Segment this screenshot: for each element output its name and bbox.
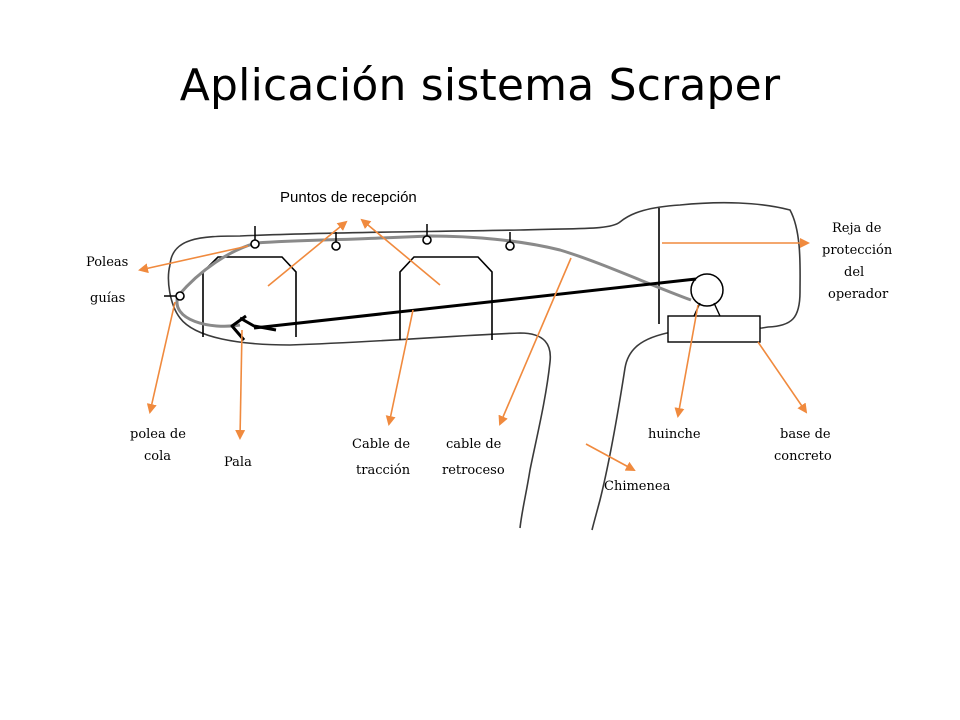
label-cable-traccion-2: tracción xyxy=(356,463,411,478)
label-puntos-recepcion: Puntos de recepción xyxy=(280,189,417,206)
label-huinche: huinche xyxy=(648,427,701,442)
guide-pulley xyxy=(422,224,432,245)
label-reja-1: Reja de xyxy=(832,221,882,236)
guide-pulley xyxy=(505,232,515,251)
label-reja-3: del xyxy=(844,265,864,280)
reception-bin-right xyxy=(399,256,493,340)
arrow-cable-traccion xyxy=(385,309,414,426)
label-polea-cola-2: cola xyxy=(144,449,171,464)
label-reja-4: operador xyxy=(828,287,889,302)
label-pala: Pala xyxy=(224,455,252,470)
label-cable-retroceso-1: cable de xyxy=(446,437,502,452)
slide-title: Aplicación sistema Scraper xyxy=(179,60,781,111)
reception-bin-left xyxy=(202,256,297,337)
label-cable-retroceso-2: retroceso xyxy=(442,463,505,478)
arrow-polea-cola xyxy=(146,301,176,414)
arrow-poleas xyxy=(138,245,249,274)
label-polea-cola-1: polea de xyxy=(130,427,186,442)
label-cable-traccion-1: Cable de xyxy=(352,437,410,452)
tail-pulley xyxy=(164,291,185,301)
arrow-chimenea xyxy=(585,443,636,471)
concrete-base xyxy=(667,315,761,343)
label-base-2: concreto xyxy=(774,449,832,464)
arrow-cable-retroceso xyxy=(498,257,572,426)
arrow-puntos-1 xyxy=(267,220,348,287)
arrow-pala xyxy=(235,329,246,440)
label-poleas: Poleas xyxy=(86,255,128,270)
annotation-arrows xyxy=(138,218,810,471)
winch-drum xyxy=(690,273,724,307)
label-reja-2: protección xyxy=(822,243,893,258)
label-chimenea: Chimenea xyxy=(604,479,671,494)
return-cable xyxy=(175,234,692,328)
arrow-base xyxy=(757,341,808,414)
guide-pulley xyxy=(250,226,260,249)
scraper-bucket xyxy=(230,314,277,341)
label-base-1: base de xyxy=(780,427,831,442)
tunnel-outline-bottom xyxy=(167,264,552,529)
tunnel-outline xyxy=(169,201,801,531)
arrow-puntos-2 xyxy=(360,218,441,286)
label-guias: guías xyxy=(90,291,125,306)
traction-cable xyxy=(253,277,697,330)
guide-pulley xyxy=(331,232,341,251)
winch-leg-right xyxy=(713,302,721,317)
arrow-huinche xyxy=(674,304,699,418)
